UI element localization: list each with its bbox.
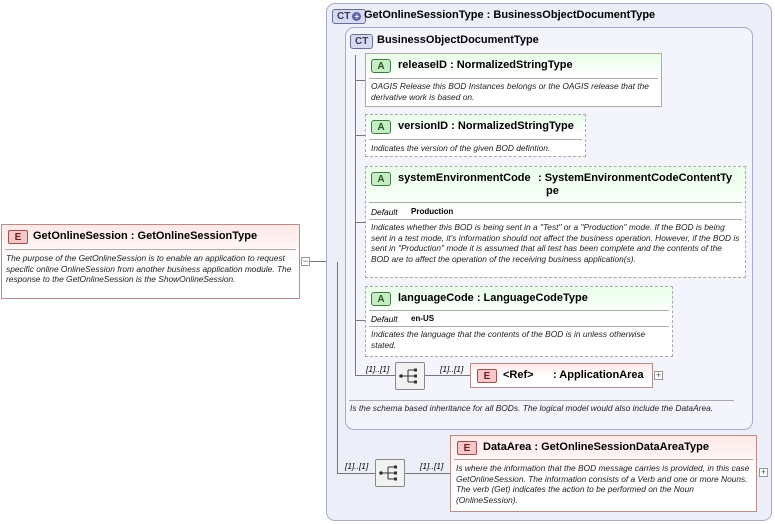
application-area-title: : ApplicationArea	[553, 369, 644, 381]
attribute-version-id[interactable]: A versionID : NormalizedStringType Indic…	[365, 114, 586, 157]
default-value: en-US	[411, 314, 435, 323]
default-label: Default	[371, 207, 398, 217]
sequence-connector	[337, 473, 375, 474]
attribute-system-environment-code[interactable]: A systemEnvironmentCode : SystemEnvironm…	[365, 166, 746, 278]
element-multiplicity: [1]..[1]	[440, 364, 464, 374]
attribute-badge: A	[371, 172, 391, 186]
default-label: Default	[371, 314, 398, 324]
separator	[369, 139, 582, 140]
attribute-connector	[355, 80, 365, 81]
attribute-doc: OAGIS Release this BOD Instances belongs…	[371, 81, 649, 102]
plus-in-circle-icon: +	[352, 11, 362, 21]
sequence-multiplicity: [1]..[1]	[345, 461, 369, 471]
root-element-title: GetOnlineSession : GetOnlineSessionType	[33, 230, 258, 242]
inner-type-title: BusinessObjectDocumentType	[377, 34, 539, 46]
connector-line	[310, 261, 326, 262]
attribute-connector	[355, 55, 356, 375]
attribute-title-type: : SystemEnvironmentCodeContentTy	[538, 172, 733, 184]
sequence-connector	[337, 262, 338, 473]
sequence-compositor-icon[interactable]	[375, 459, 405, 487]
outer-type-title: GetOnlineSessionType : BusinessObjectDoc…	[364, 9, 656, 21]
complex-type-badge: CT+	[332, 9, 367, 24]
collapse-toggle[interactable]: −	[301, 256, 310, 266]
attribute-title: versionID : NormalizedStringType	[398, 120, 574, 132]
attribute-language-code[interactable]: A languageCode : LanguageCodeType Defaul…	[365, 286, 673, 357]
attribute-badge: A	[371, 120, 391, 134]
attribute-connector	[355, 135, 365, 136]
root-element-box[interactable]: E GetOnlineSession : GetOnlineSessionTyp…	[1, 224, 300, 299]
attribute-doc: Indicates whether this BOD is being sent…	[371, 222, 740, 264]
attribute-doc: Indicates the version of the given BOD d…	[371, 143, 551, 153]
application-area-element[interactable]: E <Ref> : ApplicationArea	[470, 363, 653, 388]
attribute-release-id[interactable]: A releaseID : NormalizedStringType OAGIS…	[365, 53, 662, 107]
separator	[369, 219, 742, 220]
sequence-connector	[355, 375, 395, 376]
element-badge: E	[8, 230, 28, 244]
separator	[349, 400, 734, 401]
attribute-badge: A	[371, 292, 391, 306]
attribute-badge: A	[371, 59, 391, 73]
attribute-title: languageCode : LanguageCodeType	[398, 292, 588, 304]
element-badge: E	[457, 441, 477, 455]
attribute-doc: Indicates the language that the contents…	[371, 329, 646, 350]
complex-type-badge: CT	[350, 34, 374, 49]
element-connector	[405, 473, 450, 474]
data-area-title: DataArea : GetOnlineSessionDataAreaType	[483, 441, 709, 453]
attribute-title-type-cont: pe	[546, 185, 559, 197]
inner-type-doc: Is the schema based inheritance for all …	[350, 403, 714, 413]
element-badge: E	[477, 369, 497, 383]
separator	[369, 326, 669, 327]
element-connector	[425, 375, 470, 376]
attribute-title: releaseID : NormalizedStringType	[398, 59, 573, 71]
sequence-compositor-icon[interactable]	[395, 362, 425, 390]
attribute-connector	[355, 222, 365, 223]
expand-toggle[interactable]: +	[759, 467, 768, 477]
separator	[369, 202, 742, 203]
ref-label: <Ref>	[503, 369, 534, 381]
separator	[369, 78, 658, 79]
attribute-connector	[355, 320, 365, 321]
attribute-title-name: systemEnvironmentCode	[398, 172, 531, 184]
root-element-doc: The purpose of the GetOnlineSession is t…	[6, 253, 292, 284]
default-value: Production	[411, 207, 454, 216]
expand-toggle[interactable]: +	[654, 370, 663, 380]
sequence-multiplicity: [1]..[1]	[366, 364, 390, 374]
separator	[369, 310, 669, 311]
separator	[5, 249, 296, 250]
separator	[454, 459, 753, 460]
element-multiplicity: [1]..[1]	[420, 461, 444, 471]
data-area-element[interactable]: E DataArea : GetOnlineSessionDataAreaTyp…	[450, 435, 757, 512]
data-area-doc: Is where the information that the BOD me…	[456, 463, 750, 505]
